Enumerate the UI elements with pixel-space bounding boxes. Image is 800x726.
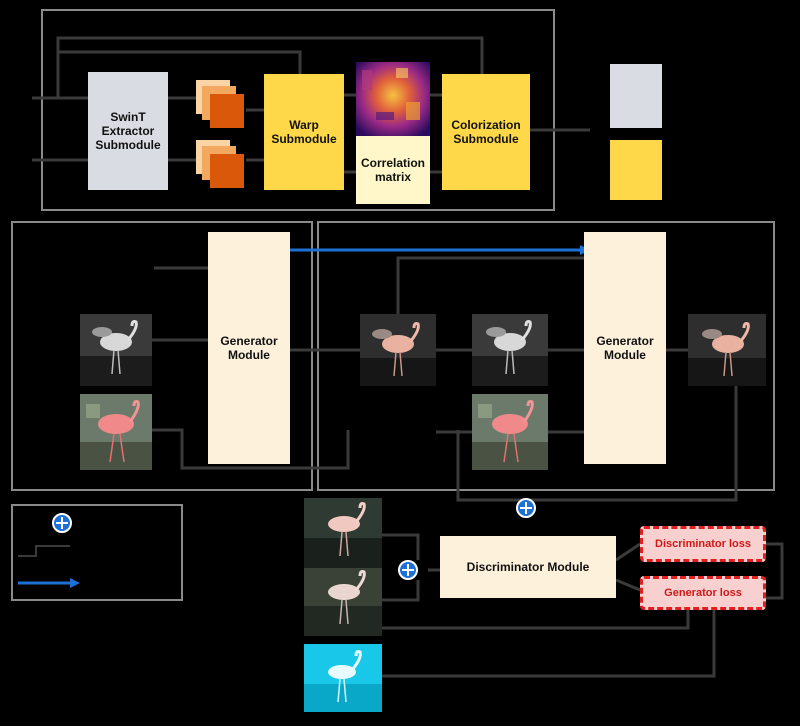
generator-module-left: Generator Module	[208, 232, 290, 464]
feature-stack-bottom	[196, 140, 248, 196]
warp-submodule: Warp Submodule	[264, 74, 344, 190]
left-training-frame	[11, 221, 313, 491]
gray-flamingo-image-left	[80, 314, 152, 386]
gray-flamingo-image-right	[472, 314, 548, 386]
discriminator-module: Discriminator Module	[440, 536, 616, 598]
discriminator-input-image-2	[304, 568, 382, 636]
color-flamingo-image-right	[472, 394, 548, 470]
generated-flamingo-image-2	[688, 314, 766, 386]
colorization-submodule: Colorization Submodule	[442, 74, 530, 190]
legend-swatch-gray	[610, 64, 662, 128]
swint-extractor-label: SwinT Extractor Submodule	[95, 110, 161, 152]
warp-label: Warp Submodule	[271, 118, 337, 146]
plus-circle-icon-discriminator	[398, 560, 418, 580]
swint-extractor-submodule: SwinT Extractor Submodule	[88, 72, 168, 190]
color-flamingo-image-left	[80, 394, 152, 470]
top-module-frame	[41, 9, 555, 211]
discriminator-loss-box: Discriminator loss	[640, 526, 766, 562]
generated-flamingo-image-1	[360, 314, 436, 386]
legend-swatch-yellow	[610, 140, 662, 200]
generator-loss-label: Generator loss	[664, 587, 742, 599]
generator-module-right: Generator Module	[584, 232, 666, 464]
cyan-flamingo-image	[304, 644, 382, 712]
generator-right-label: Generator Module	[596, 334, 654, 362]
plus-circle-icon-top	[516, 498, 536, 518]
discriminator-input-image-1	[304, 498, 382, 568]
discriminator-loss-label: Discriminator loss	[655, 538, 751, 550]
discriminator-label: Discriminator Module	[466, 560, 590, 574]
colorization-label: Colorization Submodule	[451, 118, 521, 146]
generator-loss-box: Generator loss	[640, 576, 766, 610]
legend-frame	[11, 504, 183, 601]
correlation-label: Correlation matrix	[360, 156, 425, 184]
correlation-matrix: Correlation matrix	[356, 136, 430, 204]
right-training-frame	[317, 221, 775, 491]
feature-stack-top	[196, 80, 248, 136]
plus-circle-icon-legend	[52, 513, 72, 533]
generator-left-label: Generator Module	[220, 334, 278, 362]
correlation-heatmap	[356, 62, 430, 136]
